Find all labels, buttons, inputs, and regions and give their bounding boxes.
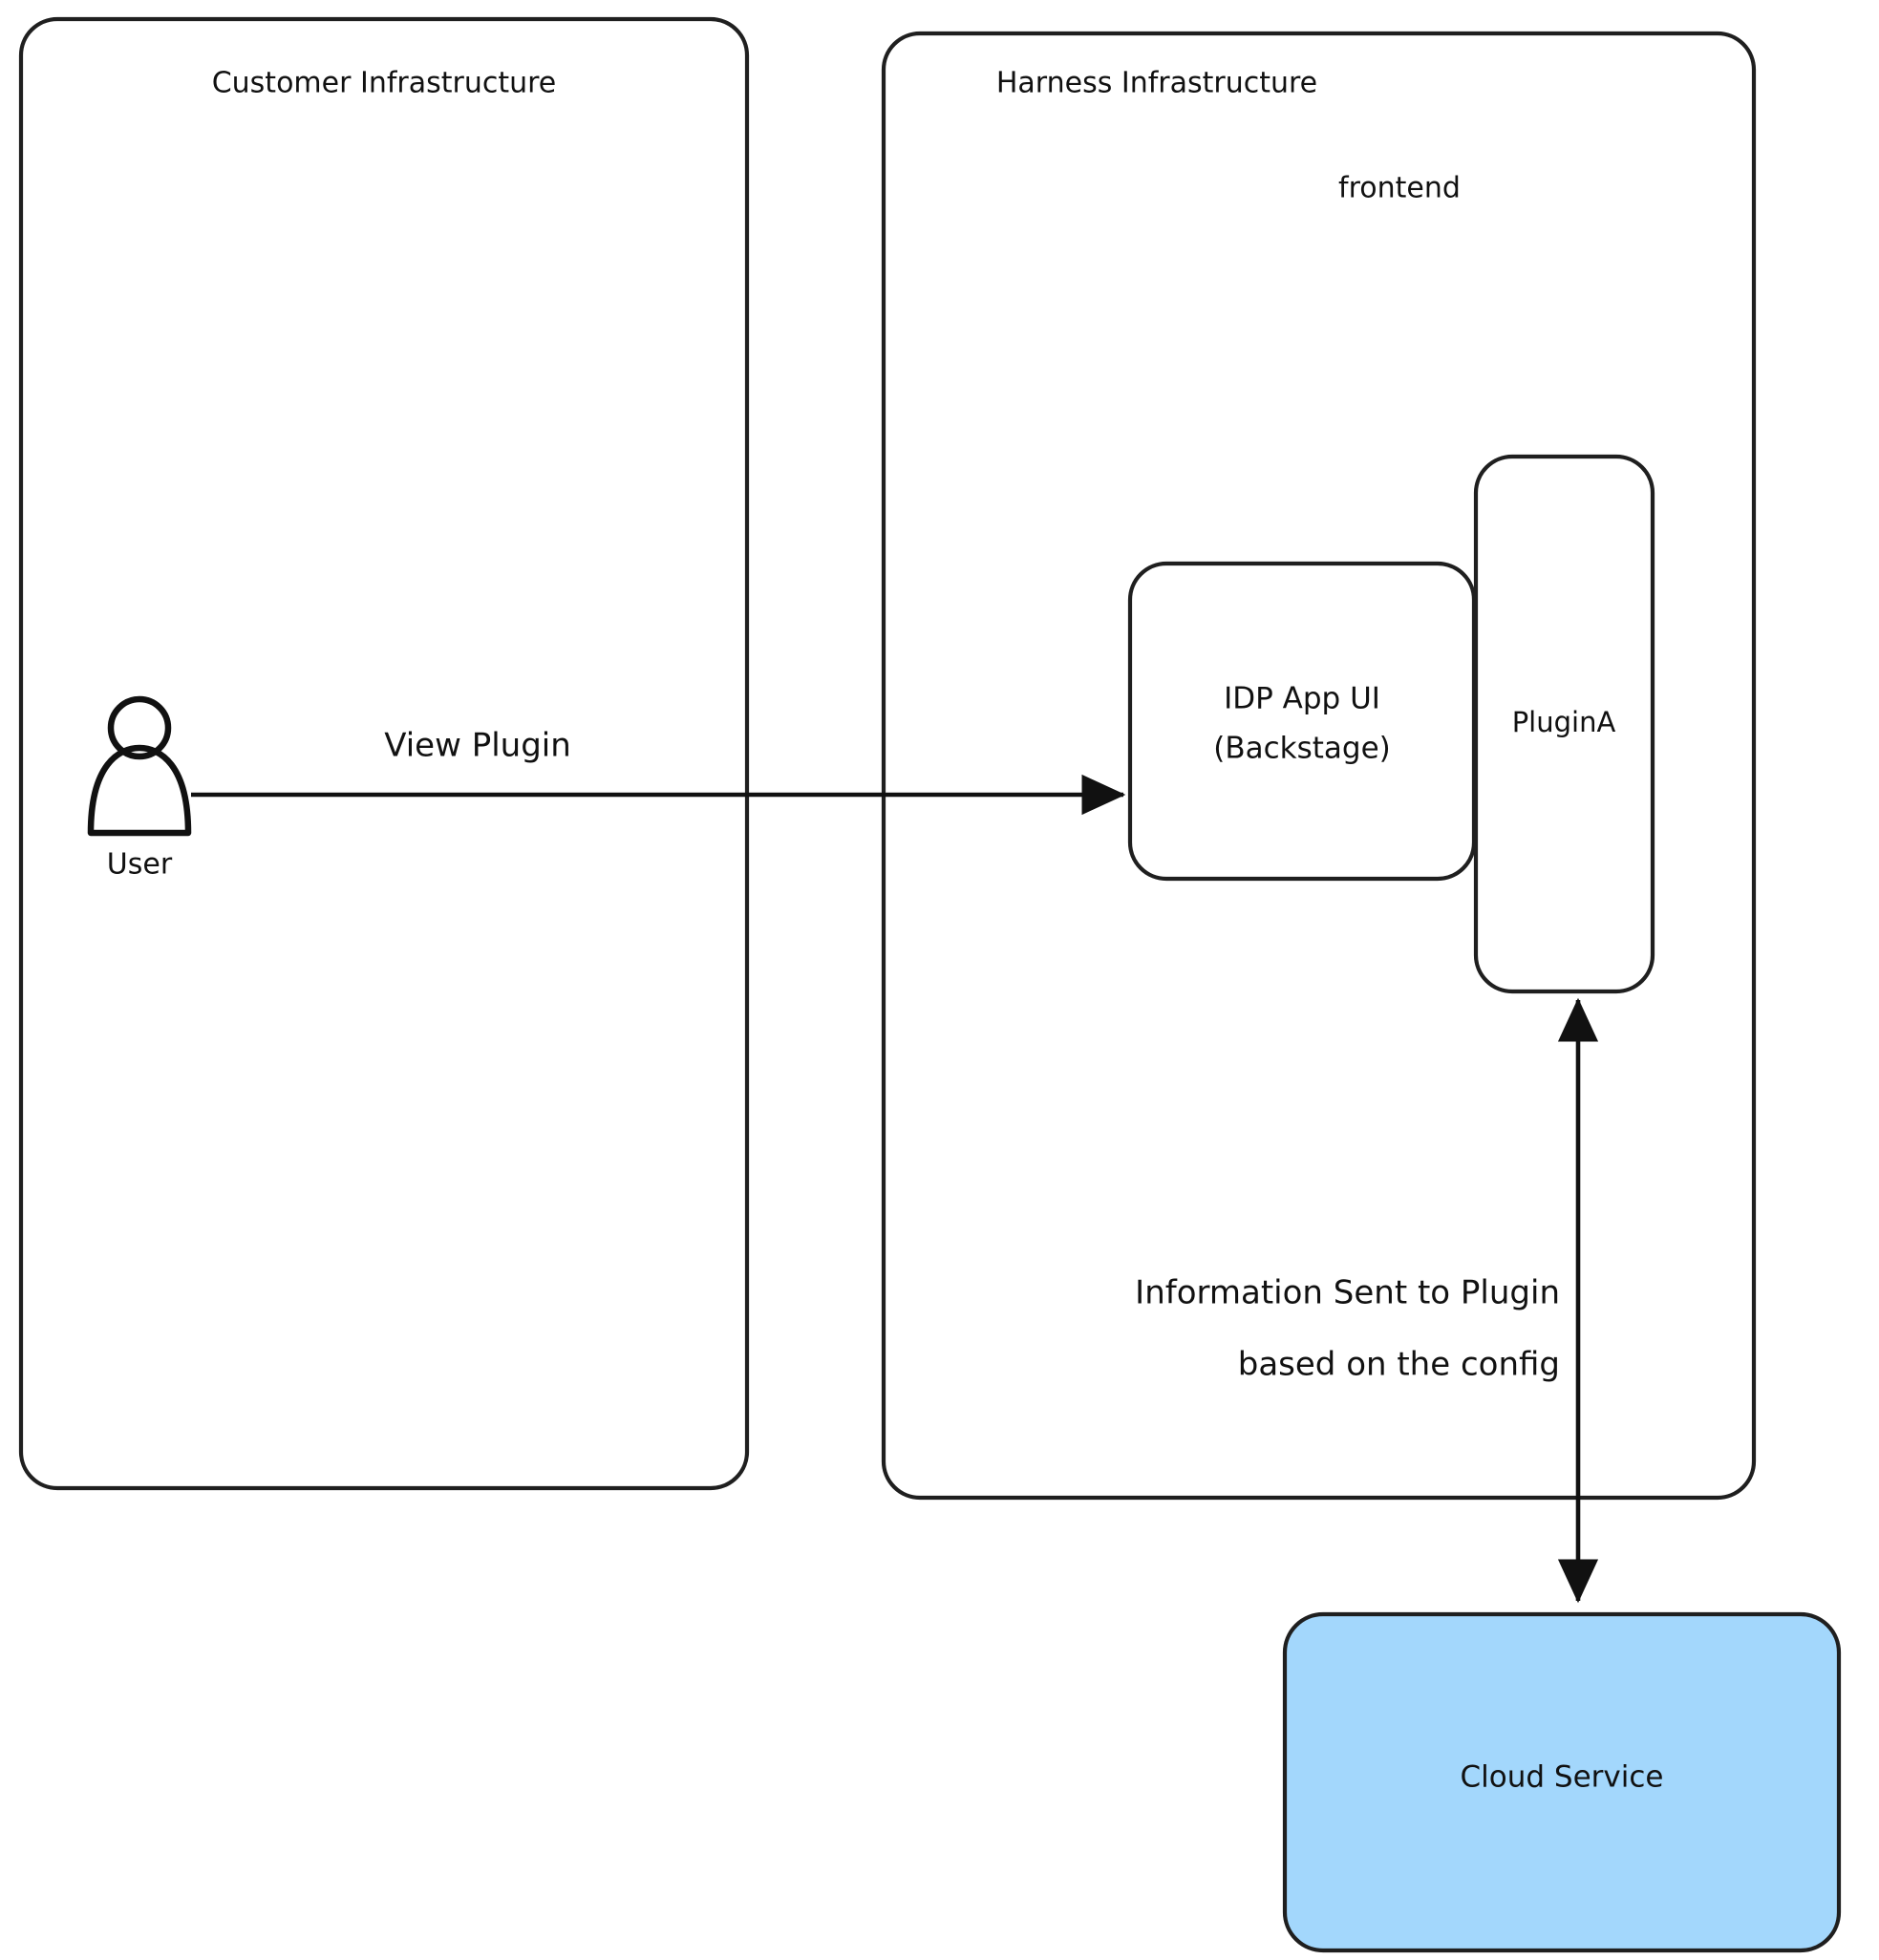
plugin-a-label: PluginA — [1512, 706, 1616, 738]
cloud-service-label: Cloud Service — [1461, 1760, 1664, 1795]
frontend-group-label: frontend — [1338, 172, 1461, 205]
customer-infrastructure-boundary — [18, 16, 750, 1491]
cloud-service-box — [1282, 1611, 1842, 1953]
plugin-cloud-label-line2: based on the config — [1238, 1346, 1560, 1384]
node-plugin-a[interactable]: PluginA — [1473, 454, 1655, 994]
node-cloud-service[interactable]: Cloud Service — [1282, 1611, 1842, 1953]
edge-view-plugin[interactable]: View Plugin — [191, 727, 1126, 816]
actor-user[interactable]: User — [87, 695, 192, 882]
user-label: User — [107, 848, 173, 882]
user-head-icon — [107, 695, 172, 760]
user-body-icon — [87, 744, 192, 837]
idp-app-ui-label-line2: (Backstage) — [1213, 732, 1391, 766]
container-customer-infrastructure[interactable]: Customer Infrastructure — [18, 16, 750, 1491]
plugin-cloud-label-line1: Information Sent to Plugin — [1135, 1274, 1560, 1312]
edge-plugin-cloud[interactable]: Information Sent to Plugin based on the … — [1135, 997, 1599, 1604]
view-plugin-edge-label: View Plugin — [384, 727, 571, 765]
harness-infrastructure-label: Harness Infrastructure — [996, 67, 1317, 100]
idp-app-ui-label-line1: IDP App UI — [1224, 682, 1380, 716]
idp-app-ui-box — [1127, 561, 1477, 882]
plugin-a-box — [1473, 454, 1655, 994]
customer-infrastructure-label: Customer Infrastructure — [212, 67, 557, 100]
node-idp-app-ui[interactable]: IDP App UI (Backstage) — [1127, 561, 1477, 882]
